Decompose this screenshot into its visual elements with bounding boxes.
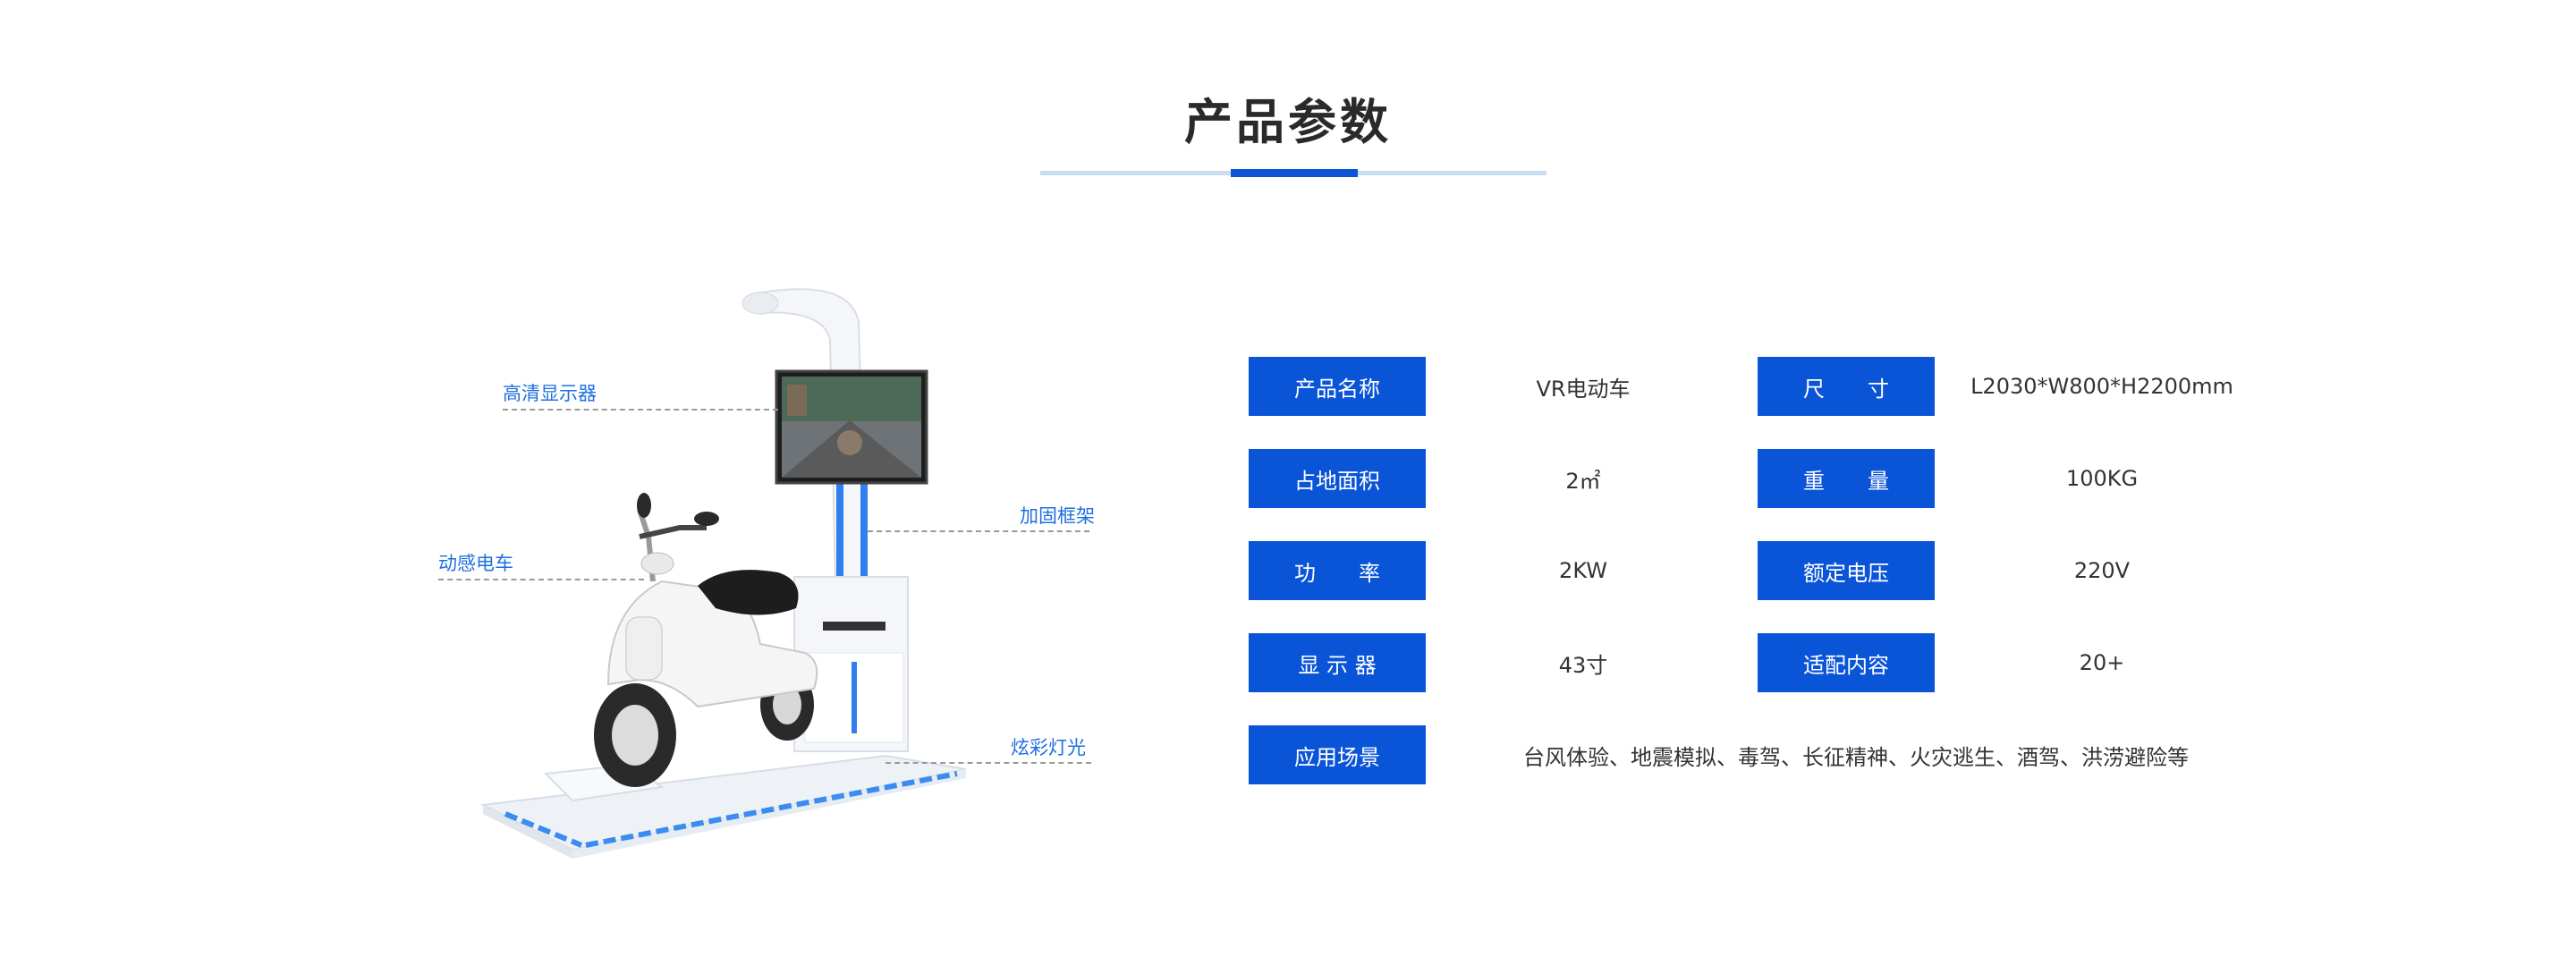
lights-callout-line — [886, 762, 1091, 764]
spec-label-rated-voltage: 额定电压 — [1758, 541, 1935, 600]
spec-value-scenarios: 台风体验、地震模拟、毒驾、长征精神、火灾逃生、酒驾、洪涝避险等 — [1523, 744, 2189, 770]
display-callout-label: 高清显示器 — [503, 383, 597, 404]
bike-callout-line — [438, 579, 644, 580]
spec-label-power: 功 率 — [1249, 541, 1426, 600]
spec-label-content: 适配内容 — [1758, 633, 1935, 692]
bike-callout-label: 动感电车 — [438, 553, 513, 574]
spec-label-dimensions: 尺 寸 — [1758, 357, 1935, 416]
vr-scooter-image — [479, 288, 967, 859]
spec-value-power: 2KW — [1559, 558, 1607, 583]
spec-value-weight: 100KG — [2065, 466, 2139, 491]
spec-value-content: 20+ — [2079, 650, 2125, 675]
spec-value-product-name: VR电动车 — [1536, 376, 1631, 402]
title-underline-accent — [1231, 169, 1358, 177]
product-illustration: 高清显示器 加固框架 动感电车 炫彩灯光 — [429, 268, 1145, 894]
spec-value-display: 43寸 — [1558, 652, 1608, 678]
spec-label-floor-area: 占地面积 — [1249, 449, 1426, 508]
frame-callout-label: 加固框架 — [1020, 505, 1095, 527]
spec-label-product-name: 产品名称 — [1249, 357, 1426, 416]
lights-callout-label: 炫彩灯光 — [1011, 737, 1086, 758]
page-title: 产品参数 — [1184, 94, 1392, 150]
spec-label-scenarios: 应用场景 — [1249, 725, 1426, 784]
display-callout-line — [503, 409, 778, 411]
spec-label-display: 显 示 器 — [1249, 633, 1426, 692]
spec-value-rated-voltage: 220V — [2073, 558, 2131, 583]
frame-callout-line — [868, 530, 1089, 532]
spec-value-dimensions: L2030*W800*H2200mm — [1970, 374, 2233, 399]
spec-value-floor-area: 2㎡ — [1565, 468, 1601, 494]
spec-label-weight: 重 量 — [1758, 449, 1935, 508]
